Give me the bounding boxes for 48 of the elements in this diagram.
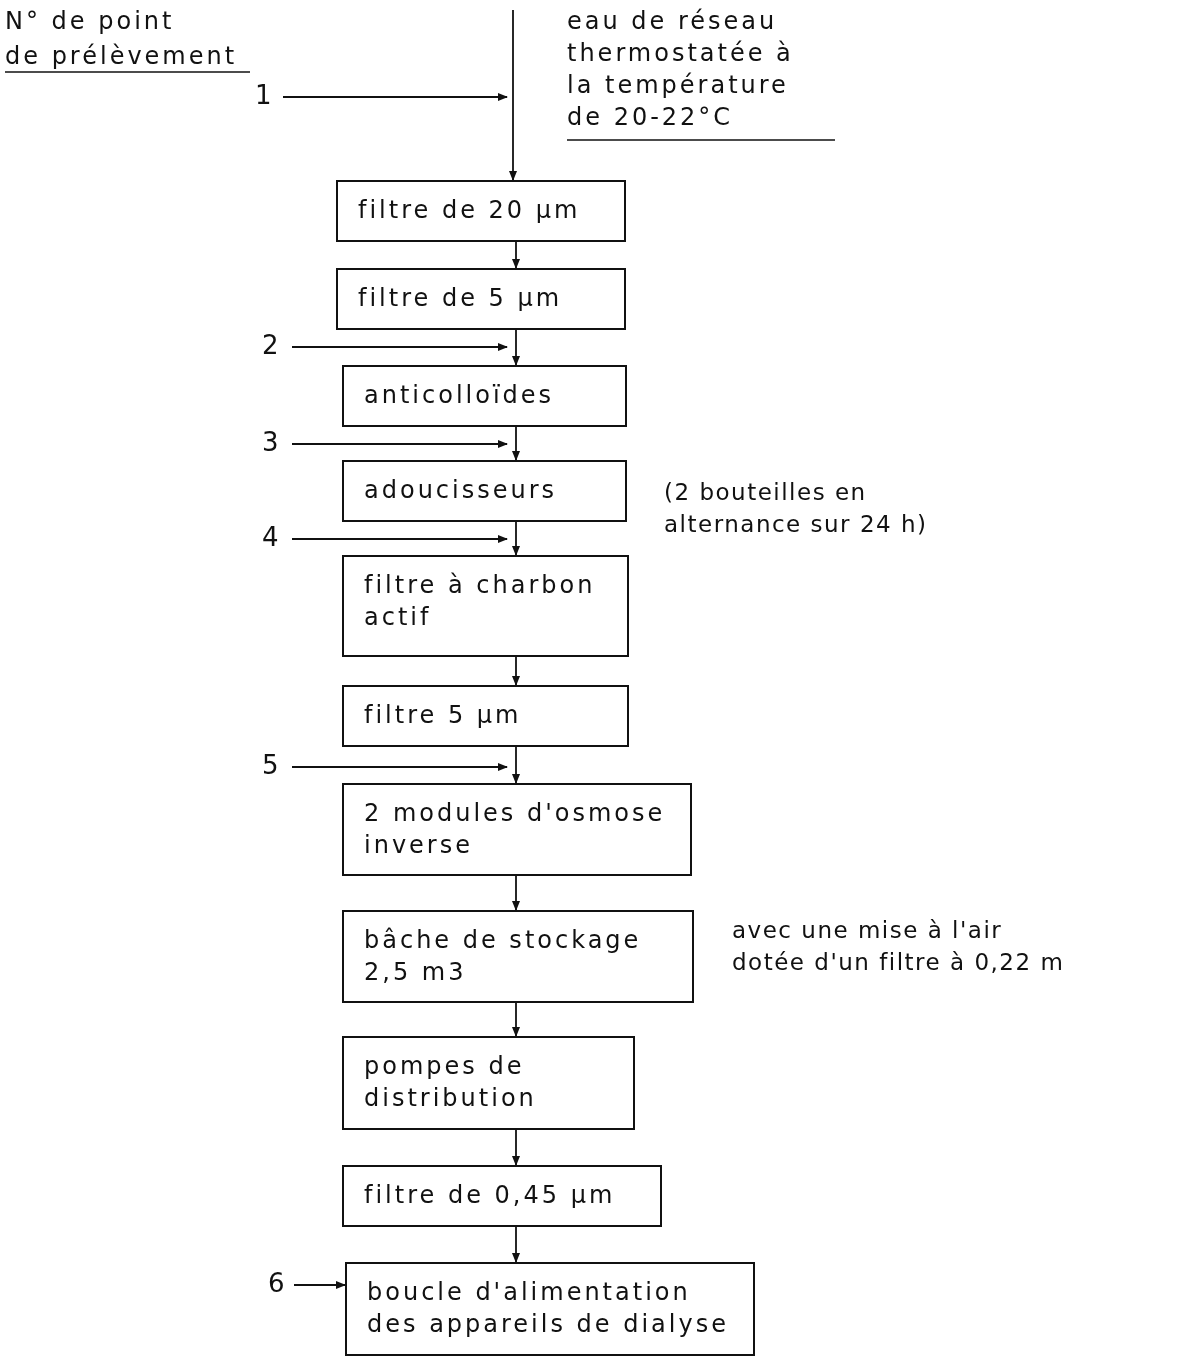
arrow [512, 426, 520, 461]
process-box [342, 783, 692, 876]
callout-number: 4 [262, 522, 279, 552]
arrow [291, 535, 508, 543]
box-label: adoucisseurs [364, 475, 559, 506]
arrow [512, 1002, 520, 1037]
arrow [512, 1129, 520, 1166]
callout-number: 1 [255, 80, 272, 110]
arrow [512, 656, 520, 686]
side-note: (2 bouteilles en alternance sur 24 h) [664, 478, 929, 539]
box-label: filtre de 0,45 µm [364, 1180, 617, 1211]
box-label: 2 modules d'osmose inverse [364, 798, 667, 861]
callout-number: 2 [262, 330, 279, 360]
arrow [293, 1281, 346, 1289]
arrow [291, 343, 508, 351]
arrow [512, 241, 520, 269]
arrow [291, 763, 508, 771]
process-box [342, 365, 627, 427]
arrow [291, 440, 508, 448]
box-label: filtre 5 µm [364, 700, 523, 731]
source-note: eau de réseau thermostatée à la température de 20-22°C [567, 6, 795, 133]
arrow [282, 93, 508, 101]
box-label: filtre de 5 µm [358, 283, 564, 314]
box-label: filtre de 20 µm [358, 195, 582, 226]
process-box [345, 1262, 755, 1356]
box-label: bâche de stockage 2,5 m3 [364, 925, 643, 988]
box-label: pompes de distribution [364, 1051, 538, 1114]
arrow [512, 521, 520, 556]
arrow [512, 329, 520, 366]
callout-number: 5 [262, 750, 279, 780]
legend-note: de prélèvement [5, 41, 239, 72]
legend-note: N° de point [5, 6, 176, 37]
process-box [336, 180, 626, 242]
process-box [342, 555, 629, 657]
box-label: anticolloïdes [364, 380, 556, 411]
arrow [512, 875, 520, 911]
callout-number: 3 [262, 427, 279, 457]
callout-number: 6 [268, 1268, 285, 1298]
arrow [509, 9, 517, 181]
arrow [512, 1226, 520, 1263]
process-box [342, 685, 629, 747]
process-box [336, 268, 626, 330]
arrow [512, 746, 520, 784]
side-note: avec une mise à l'air dotée d'un filtre à 0,22 m [732, 916, 1066, 977]
process-box [342, 1165, 662, 1227]
box-label: filtre à charbon actif [364, 570, 597, 633]
box-label: boucle d'alimentation des appareils de dialyse [367, 1277, 730, 1340]
process-box [342, 1036, 635, 1130]
